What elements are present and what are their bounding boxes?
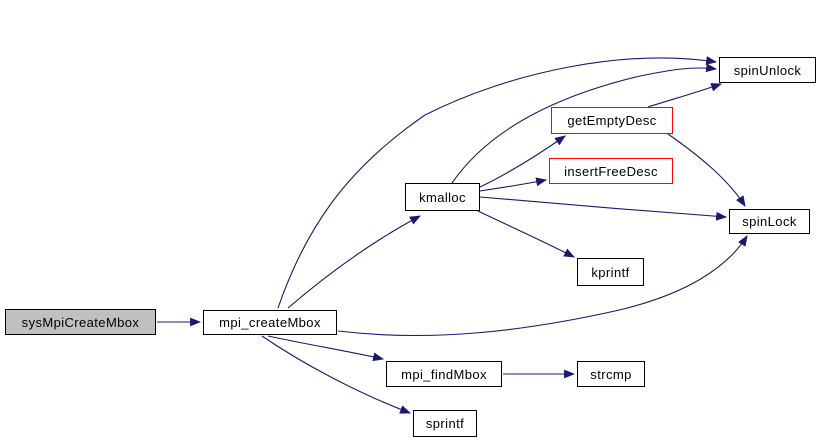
edge-mpi_createMbox-to-spinLock [337,235,748,337]
edge-kmalloc-to-getEmptyDesc [479,135,566,188]
edge-mpi_createMbox-to-kmalloc [287,215,421,309]
edge-kmalloc-to-insertFreeDesc [479,177,548,192]
edge-getEmptyDesc-to-spinLock [667,133,746,207]
graph-node-getEmptyDesc[interactable]: getEmptyDesc [551,107,673,134]
graph-node-mpi_findMbox[interactable]: mpi_findMbox [386,361,502,387]
edge-kmalloc-to-kprintf [477,210,575,258]
graph-node-sysMpiCreateMbox: sysMpiCreateMbox [5,309,156,335]
graph-node-spinLock[interactable]: spinLock [729,209,810,234]
graph-node-spinUnlock[interactable]: spinUnlock [719,57,816,83]
edge-getEmptyDesc-to-spinUnlock [647,83,723,108]
edge-mpi_createMbox-to-sprintf [261,335,412,414]
graph-node-kprintf[interactable]: kprintf [577,258,644,286]
graph-node-insertFreeDesc[interactable]: insertFreeDesc [549,158,673,184]
edge-mpi_createMbox-to-spinUnlock [277,56,718,309]
edge-kmalloc-to-spinLock [479,196,728,221]
graph-node-strcmp[interactable]: strcmp [577,361,645,387]
edge-mpi_createMbox-to-mpi_findMbox [267,335,385,362]
graph-node-kmalloc[interactable]: kmalloc [405,183,480,211]
graph-node-sprintf[interactable]: sprintf [413,410,477,437]
graph-node-mpi_createMbox[interactable]: mpi_createMbox [203,310,337,335]
edge-kmalloc-to-spinUnlock [451,63,718,184]
